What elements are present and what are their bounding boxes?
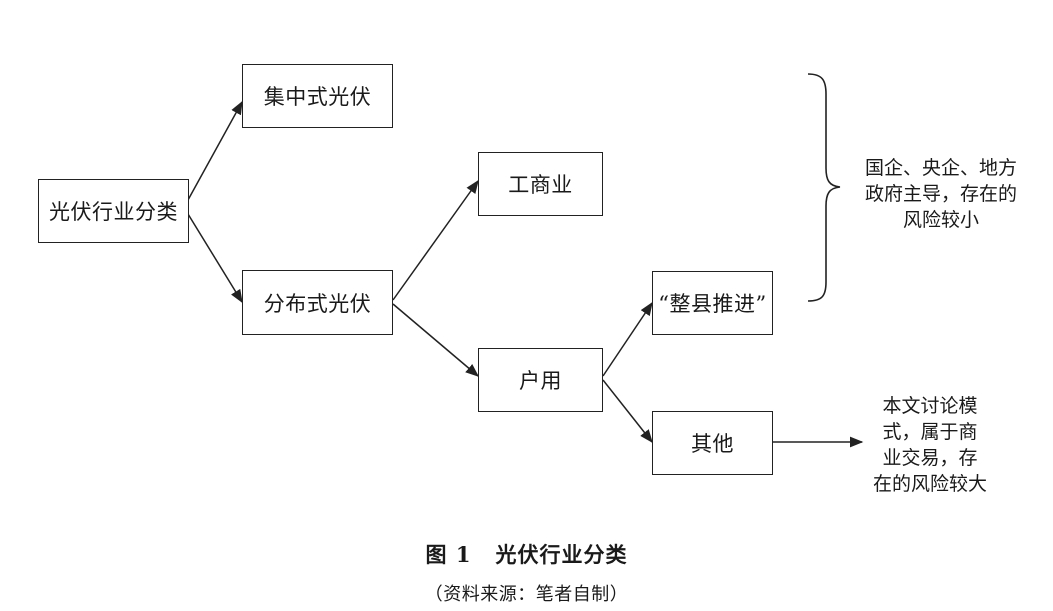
arrow-distributed-to-commercial	[392, 179, 479, 301]
figure-number: 图 1	[425, 542, 472, 567]
commercial-node: 工商业	[478, 152, 603, 216]
figure-caption: 图 1 光伏行业分类	[0, 539, 1053, 569]
figure-source: （资料来源：笔者自制）	[424, 584, 629, 605]
curly-brace	[807, 73, 841, 302]
figure-title: 光伏行业分类	[495, 542, 628, 567]
arrow-household-to-other	[602, 379, 653, 444]
arrow-root-to-centralized	[187, 100, 243, 201]
arrow-household-to-county	[602, 301, 653, 377]
arrow-root-to-distributed	[187, 213, 243, 304]
household-node: 户用	[478, 348, 603, 412]
distributed-node: 分布式光伏	[242, 270, 393, 335]
other-node: 其他	[652, 411, 773, 475]
state-led-note: 国企、央企、地方 政府主导，存在的 风险较小	[864, 157, 1017, 231]
county-node: “整县推进”	[652, 271, 773, 335]
centralized-node: 集中式光伏	[242, 64, 393, 128]
commercial-risk-note: 本文讨论模 式，属于商 业交易，存 在的风险较大	[872, 395, 987, 495]
arrow-distributed-to-household	[392, 303, 480, 377]
root-node: 光伏行业分类	[38, 179, 189, 243]
